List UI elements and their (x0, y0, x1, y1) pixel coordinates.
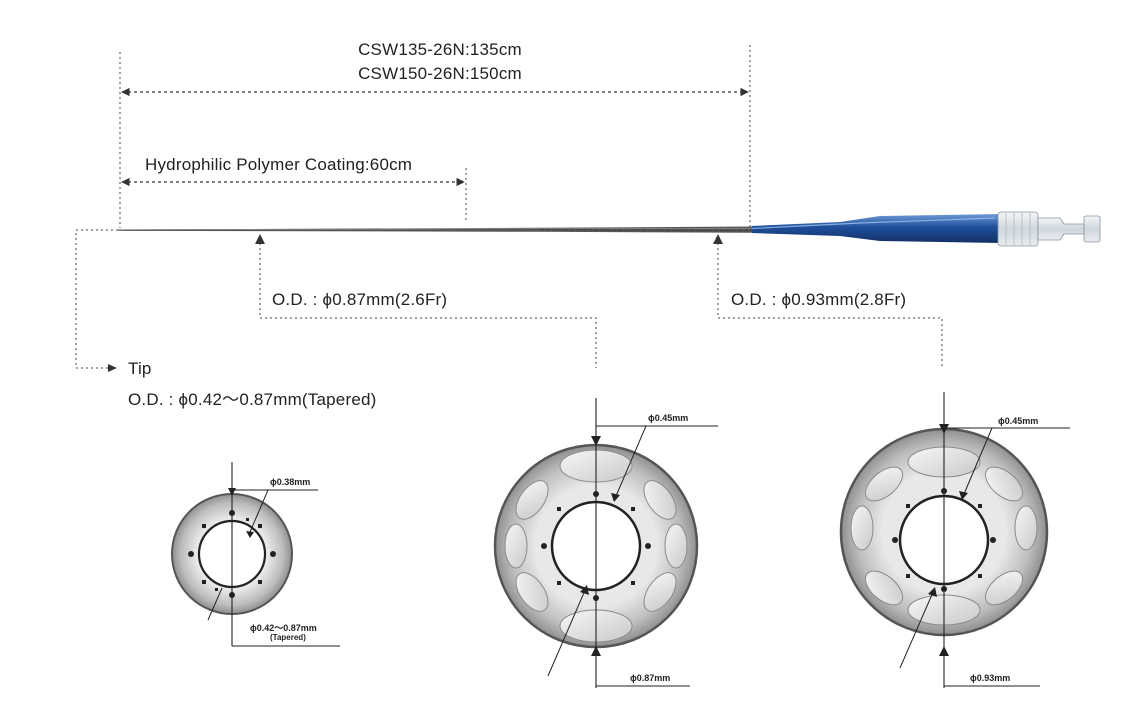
tip-label: Tip (128, 359, 152, 378)
mid-cross-section (493, 398, 718, 688)
tip-tapered-note: (Tapered) (270, 633, 306, 642)
mid-leader (255, 234, 597, 368)
coating-dimension (121, 168, 467, 222)
od-proximal-label: O.D. : ϕ0.93mm(2.8Fr) (731, 290, 907, 309)
tip-inner-diameter-label: ϕ0.38mm (270, 477, 311, 487)
tip-od-label: O.D. : ϕ0.42〜0.87mm(Tapered) (128, 390, 377, 409)
proximal-cross-section (839, 392, 1070, 688)
coating-label: Hydrophilic Polymer Coating:60cm (145, 155, 413, 174)
proximal-leader (713, 234, 943, 368)
tip-leader (75, 229, 118, 372)
length-label-135: CSW135-26N:135cm (358, 40, 522, 59)
length-label-150: CSW150-26N:150cm (358, 64, 522, 83)
luer-connector (997, 211, 1101, 247)
proximal-outer-diameter-label: ϕ0.93mm (970, 673, 1011, 683)
catheter-shaft (117, 226, 753, 233)
length-dimension (119, 45, 751, 228)
od-mid-label: O.D. : ϕ0.87mm(2.6Fr) (272, 290, 448, 309)
mid-inner-diameter-label: ϕ0.45mm (648, 413, 689, 423)
tip-outer-diameter-label: ϕ0.42〜0.87mm (250, 623, 317, 633)
tip-cross-section (171, 462, 340, 647)
proximal-inner-diameter-label: ϕ0.45mm (998, 416, 1039, 426)
hub (751, 214, 1000, 243)
mid-outer-diameter-label: ϕ0.87mm (630, 673, 671, 683)
